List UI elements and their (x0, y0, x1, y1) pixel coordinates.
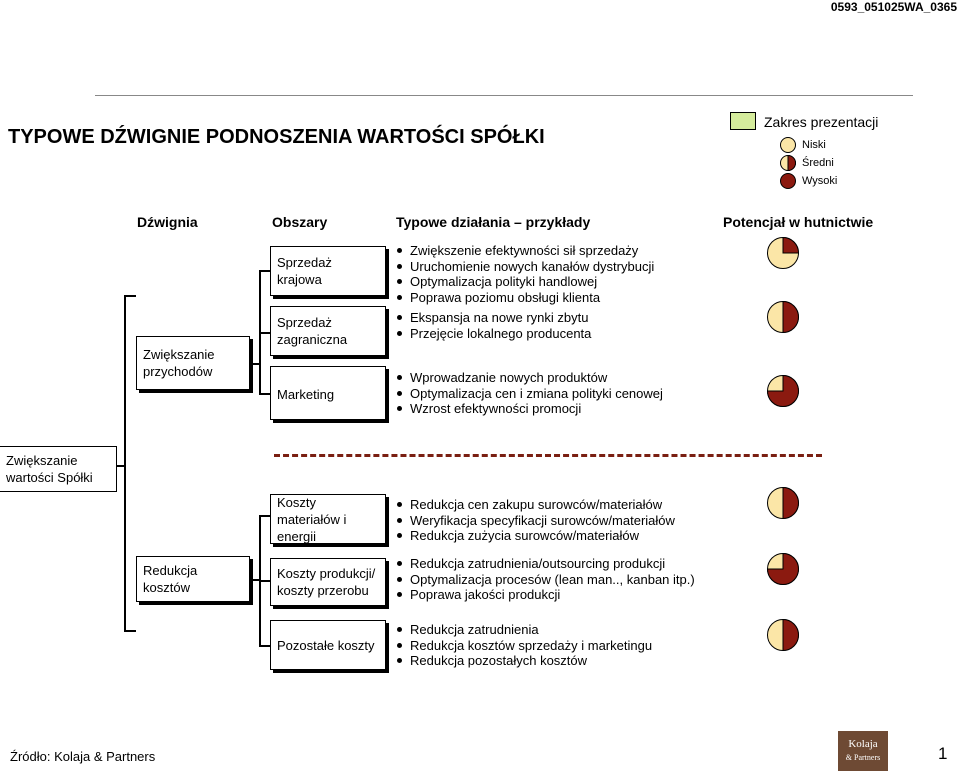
area-label: Koszty produkcji/ koszty przerobu (277, 566, 376, 598)
revenue-cost-separator (274, 454, 822, 457)
potential-ball-1-fill (782, 236, 800, 254)
action-item: Zwiększenie efektywności sił sprzedaży (396, 243, 654, 259)
action-item: Weryfikacja specyfikacji surowców/materi… (396, 513, 675, 529)
root-label: Zwiększanie wartości Spółki (6, 453, 93, 485)
group-revenue: Zwiększanie przychodów (136, 336, 250, 390)
actions-marketing: Wprowadzanie nowych produktów Optymaliza… (396, 370, 663, 417)
actions-production-costs: Redukcja zatrudnienia/outsourcing produk… (396, 556, 695, 603)
potential-ball-5-fill (766, 552, 799, 585)
header-lever: Dźwignia (137, 214, 198, 230)
action-item: Poprawa poziomu obsługi klienta (396, 290, 654, 306)
document-id: 0593_051025WA_0365 (830, 0, 957, 14)
potential-ball-6 (767, 618, 799, 652)
connector-root-vertical (124, 295, 126, 631)
legend-label-low: Niski (802, 139, 826, 151)
potential-ball-4 (767, 486, 799, 520)
group-cost: Redukcja kosztów (136, 556, 250, 602)
connector-cost-stub (250, 579, 261, 581)
connector-area-6 (259, 645, 270, 647)
area-label: Pozostałe koszty (277, 637, 375, 653)
potential-ball-3-fill (766, 374, 799, 407)
action-item: Optymalizacja cen i zmiana polityki ceno… (396, 386, 663, 402)
action-item: Redukcja zużycia surowców/materiałów (396, 528, 675, 544)
legend-ball-1-circle (780, 137, 796, 153)
connector-cost-bottom (124, 630, 136, 632)
legend-ball-2-fill (787, 154, 796, 172)
source-note: Źródło: Kolaja & Partners (10, 749, 156, 764)
connector-area-2 (259, 332, 270, 334)
header-areas: Obszary (272, 214, 328, 230)
legend-ball-3-circle (780, 173, 796, 189)
group-cost-label: Redukcja kosztów (143, 563, 198, 595)
action-item: Redukcja cen zakupu surowców/materiałów (396, 497, 675, 513)
connector-area-5 (259, 580, 270, 582)
area-foreign-sales: Sprzedaż zagraniczna (270, 306, 386, 356)
company-logo: Kolaja & Partners (838, 731, 888, 771)
page-number: 1 (938, 744, 948, 763)
action-item: Uruchomienie nowych kanałów dystrybucji (396, 259, 654, 275)
legend-harvey-balls (780, 137, 796, 189)
connector-revenue-stub (250, 363, 261, 365)
area-label: Sprzedaż krajowa (277, 255, 332, 287)
area-domestic-sales: Sprzedaż krajowa (270, 246, 386, 296)
actions-foreign-sales: Ekspansja na nowe rynki zbytu Przejęcie … (396, 310, 591, 341)
logo-line-2: & Partners (845, 753, 881, 762)
potential-ball-5 (766, 552, 799, 585)
connector-root-stub (117, 465, 126, 467)
action-item: Przejęcie lokalnego producenta (396, 326, 591, 342)
root-node: Zwiększanie wartości Spółki (0, 446, 117, 492)
potential-ball-4-fill (782, 486, 799, 520)
connector-area-3 (259, 393, 270, 395)
potential-ball-2 (767, 300, 799, 334)
area-marketing: Marketing (270, 366, 386, 420)
action-item: Redukcja kosztów sprzedaży i marketingu (396, 638, 652, 654)
action-item: Wzrost efektywności promocji (396, 401, 663, 417)
area-label: Sprzedaż zagraniczna (277, 315, 348, 347)
connector-revenue-top (124, 295, 136, 297)
legend-swatch (730, 112, 756, 130)
header-actions: Typowe działania – przykłady (396, 214, 591, 230)
potential-ball-6-fill (782, 618, 799, 652)
legend-title: Zakres prezentacji (764, 114, 879, 130)
area-label: Koszty materiałów i energii (277, 494, 347, 544)
actions-materials-energy: Redukcja cen zakupu surowców/materiałów … (396, 497, 675, 544)
action-item: Optymalizacja polityki handlowej (396, 274, 654, 290)
action-item: Optymalizacja procesów (lean man.., kanb… (396, 572, 695, 588)
top-divider (95, 95, 913, 96)
header-potential: Potencjał w hutnictwie (723, 214, 874, 230)
actions-domestic-sales: Zwiększenie efektywności sił sprzedaży U… (396, 243, 654, 305)
action-item: Redukcja zatrudnienia/outsourcing produk… (396, 556, 695, 572)
area-other-costs: Pozostałe koszty (270, 620, 386, 670)
action-item: Wprowadzanie nowych produktów (396, 370, 663, 386)
action-item: Poprawa jakości produkcji (396, 587, 695, 603)
page-title: TYPOWE DŹWIGNIE PODNOSZENIA WARTOŚCI SPÓ… (8, 126, 545, 148)
area-label: Marketing (277, 387, 335, 402)
potential-ball-3 (766, 374, 799, 407)
area-production-costs: Koszty produkcji/ koszty przerobu (270, 558, 386, 606)
logo-line-1: Kolaja (848, 738, 878, 750)
action-item: Ekspansja na nowe rynki zbytu (396, 310, 591, 326)
potential-ball-1 (767, 236, 800, 269)
actions-other-costs: Redukcja zatrudnienia Redukcja kosztów s… (396, 622, 652, 669)
connector-area-1 (259, 270, 270, 272)
action-item: Redukcja pozostałych kosztów (396, 653, 652, 669)
connector-area-4 (259, 515, 270, 517)
area-materials-energy: Koszty materiałów i energii (270, 494, 386, 544)
action-item: Redukcja zatrudnienia (396, 622, 652, 638)
group-revenue-label: Zwiększanie przychodów (143, 347, 215, 379)
potential-ball-2-fill (782, 300, 799, 334)
legend-label-medium: Średni (802, 157, 834, 169)
legend-label-high: Wysoki (802, 175, 838, 187)
